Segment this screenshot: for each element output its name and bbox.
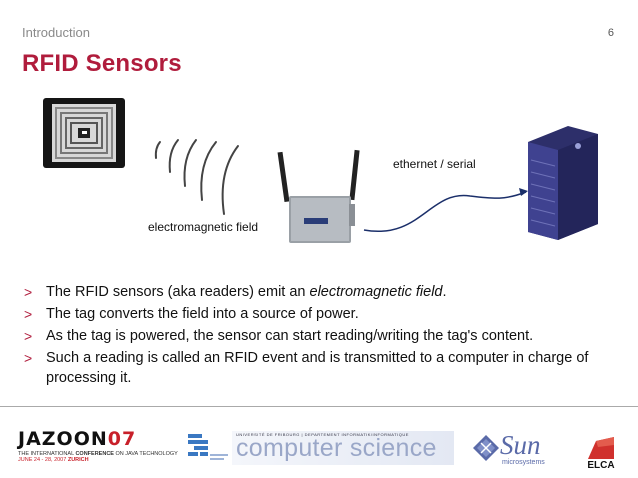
rfid-tag-image: [43, 98, 125, 168]
jazoon-name: JAZOON07: [18, 428, 178, 450]
jazoon-date: JUNE 24 - 28, 2007 ZURICH: [18, 457, 178, 463]
bullet-item: > The tag converts the field into a sour…: [24, 304, 624, 324]
elca-mark-icon: [588, 437, 614, 459]
bullet-text-end: .: [442, 284, 447, 300]
footer-divider: [0, 406, 638, 407]
jazoon-date-b: ZURICH: [67, 457, 89, 463]
sun-wordmark: Sun: [500, 430, 541, 460]
ethernet-serial-label: ethernet / serial: [393, 157, 476, 171]
bullet-marker: >: [24, 350, 33, 366]
cs-wordmark: computer science: [236, 434, 437, 462]
cs-department-line: UNIVERSITÉ DE FRIBOURG | DEPARTEMENT INF…: [236, 432, 409, 437]
sun-diamond-icon: [473, 435, 499, 461]
electromagnetic-field-label: electromagnetic field: [148, 220, 259, 234]
sun-subtitle: microsystems: [502, 459, 545, 466]
jazoon-name-a: JAZOON: [18, 428, 108, 450]
electromagnetic-waves: [154, 139, 239, 215]
bullet-marker: >: [24, 328, 33, 344]
bullet-item: > Such a reading is called an RFID event…: [24, 348, 624, 388]
page-number: 6: [607, 27, 614, 39]
bullet-marker: >: [24, 306, 33, 322]
section-label: Introduction: [22, 25, 90, 40]
bullet-item: > As the tag is powered, the sensor can …: [24, 326, 624, 346]
arrow-head: [519, 188, 528, 196]
bullet-marker: >: [24, 284, 33, 300]
server-image: [528, 126, 598, 240]
slide-title: RFID Sensors: [22, 50, 182, 77]
rfid-diagram: [43, 98, 598, 243]
computer-science-banner: UNIVERSITÉ DE FRIBOURG | DEPARTEMENT INF…: [232, 431, 454, 465]
jazoon-tagline-b: CONFERENCE: [75, 451, 114, 457]
bullet-text: As the tag is powered, the sensor can st…: [46, 328, 534, 344]
jazoon-logo: JAZOON07 THE INTERNATIONAL CONFERENCE ON…: [18, 428, 178, 470]
ethernet-link-curve: [363, 191, 527, 233]
jazoon-name-b: 07: [107, 428, 137, 450]
bullet-list: > The RFID sensors (aka readers) emit an…: [24, 282, 624, 390]
jazoon-tagline: THE INTERNATIONAL CONFERENCE ON JAVA TEC…: [18, 451, 178, 457]
elca-wordmark: ELCA: [587, 460, 615, 471]
bullet-item: > The RFID sensors (aka readers) emit an…: [24, 282, 624, 302]
rfid-reader-image: [277, 149, 360, 243]
bullet-emphasis: electromagnetic field: [309, 284, 443, 300]
bullet-text: Such a reading is called an RFID event a…: [46, 350, 589, 386]
jazoon-date-a: JUNE 24 - 28, 2007: [18, 457, 68, 463]
sun-logo: Sun microsystems: [472, 430, 552, 470]
bullet-text: The tag converts the field into a source…: [46, 306, 359, 322]
jazoon-tagline-a: THE INTERNATIONAL: [18, 451, 76, 457]
bullet-text: The RFID sensors (aka readers) emit an: [46, 284, 310, 300]
jazoon-tagline-c: ON JAVA TECHNOLOGY: [113, 451, 178, 457]
university-logo: [188, 434, 228, 460]
elca-logo: ELCA: [584, 437, 618, 471]
